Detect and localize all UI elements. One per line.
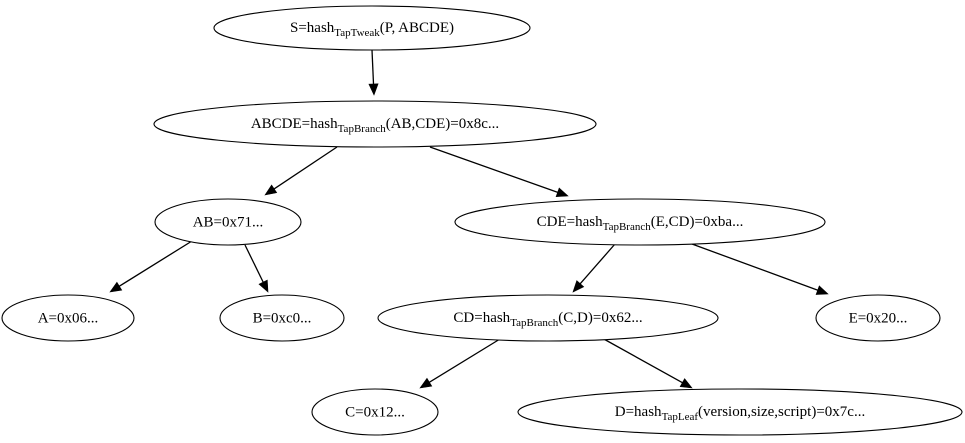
edge-cde-to-e-arrowhead-icon <box>815 285 829 295</box>
nodes-layer: S=hashTapTweak(P, ABCDE) ABCDE=hashTapBra… <box>1 5 963 436</box>
edges-layer <box>109 49 829 389</box>
edge-cde-to-e <box>691 243 829 295</box>
node-c-ellipse[interactable] <box>311 388 439 436</box>
edge-ab-to-a <box>109 240 193 293</box>
edge-cde-to-cd <box>572 243 616 293</box>
edge-abcde-to-ab-line <box>272 146 338 191</box>
edge-abcde-to-ab-arrowhead-icon <box>264 184 278 196</box>
node-c[interactable]: C=0x12... <box>311 388 439 436</box>
node-abcde-tapbranch-subscript: TapBranch <box>338 123 387 135</box>
edge-s-to-abcde-arrowhead-icon <box>368 83 379 96</box>
node-d-tapleaf-ellipse[interactable] <box>517 388 963 436</box>
edge-abcde-to-cde <box>429 146 569 197</box>
node-cd-tapbranch-label: CD=hashTapBranch(C,D)=0x62... <box>453 310 642 328</box>
edge-cde-to-cd-arrowhead-icon <box>572 280 585 293</box>
node-s-taptweak-ellipse[interactable] <box>213 5 531 51</box>
node-abcde-tapbranch[interactable]: ABCDE=hashTapBranch(AB,CDE)=0x8c... <box>153 100 597 148</box>
node-abcde-tapbranch-label: ABCDE=hashTapBranch(AB,CDE)=0x8c... <box>251 116 499 134</box>
edge-cde-to-e-line <box>691 243 820 292</box>
node-cde-tapbranch-ellipse[interactable] <box>454 198 826 246</box>
node-ab[interactable]: AB=0x71... <box>154 198 302 246</box>
edge-cde-to-cd-line <box>578 243 616 286</box>
node-b-ellipse[interactable] <box>219 294 345 342</box>
edge-abcde-to-cde-arrowhead-icon <box>555 187 569 197</box>
node-cd-tapbranch-subscript: TapBranch <box>510 317 559 329</box>
node-cde-tapbranch[interactable]: CDE=hashTapBranch(E,CD)=0xba... <box>454 198 826 246</box>
node-abcde-tapbranch-ellipse[interactable] <box>153 100 597 148</box>
edge-ab-to-b-line <box>244 244 265 284</box>
edge-s-to-abcde-line <box>371 49 375 86</box>
node-cde-tapbranch-label: CDE=hashTapBranch(E,CD)=0xba... <box>537 214 744 232</box>
node-cd-tapbranch-ellipse[interactable] <box>377 294 719 342</box>
node-c-label: C=0x12... <box>345 404 405 420</box>
edge-ab-to-a-arrowhead-icon <box>109 281 123 293</box>
node-ab-label: AB=0x71... <box>193 214 264 230</box>
node-a[interactable]: A=0x06... <box>1 294 135 342</box>
node-e-label: E=0x20... <box>849 310 908 326</box>
edge-cd-to-d <box>601 337 693 389</box>
node-e[interactable]: E=0x20... <box>815 294 941 342</box>
edge-ab-to-b <box>244 244 269 293</box>
node-s-taptweak-label: S=hashTapTweak(P, ABCDE) <box>290 20 454 38</box>
node-a-ellipse[interactable] <box>1 294 135 342</box>
node-b[interactable]: B=0xc0... <box>219 294 345 342</box>
node-e-ellipse[interactable] <box>815 294 941 342</box>
edge-cd-to-d-line <box>601 337 685 385</box>
node-s-taptweak-subscript: TapTweak <box>334 27 380 39</box>
edge-cd-to-d-arrowhead-icon <box>679 378 693 389</box>
edge-ab-to-a-line <box>117 240 193 288</box>
node-cde-tapbranch-subscript: TapBranch <box>603 221 652 233</box>
node-s-taptweak[interactable]: S=hashTapTweak(P, ABCDE) <box>213 5 531 51</box>
node-cd-tapbranch[interactable]: CD=hashTapBranch(C,D)=0x62... <box>377 294 719 342</box>
edge-cd-to-c-arrowhead-icon <box>419 377 433 389</box>
node-b-label: B=0xc0... <box>253 310 312 326</box>
edge-abcde-to-cde-line <box>429 146 560 194</box>
node-d-tapleaf-label: D=hashTapLeaf(version,size,script)=0x7c.… <box>615 404 865 422</box>
edge-s-to-abcde <box>368 49 379 96</box>
node-a-label: A=0x06... <box>38 310 99 326</box>
node-d-tapleaf[interactable]: D=hashTapLeaf(version,size,script)=0x7c.… <box>517 388 963 436</box>
edge-ab-to-b-arrowhead-icon <box>258 279 269 293</box>
edge-cd-to-c-line <box>427 338 501 384</box>
edge-cd-to-c <box>419 338 501 389</box>
node-d-tapleaf-subscript: TapLeaf <box>662 411 699 423</box>
edge-abcde-to-ab <box>264 146 338 196</box>
node-ab-ellipse[interactable] <box>154 198 302 246</box>
